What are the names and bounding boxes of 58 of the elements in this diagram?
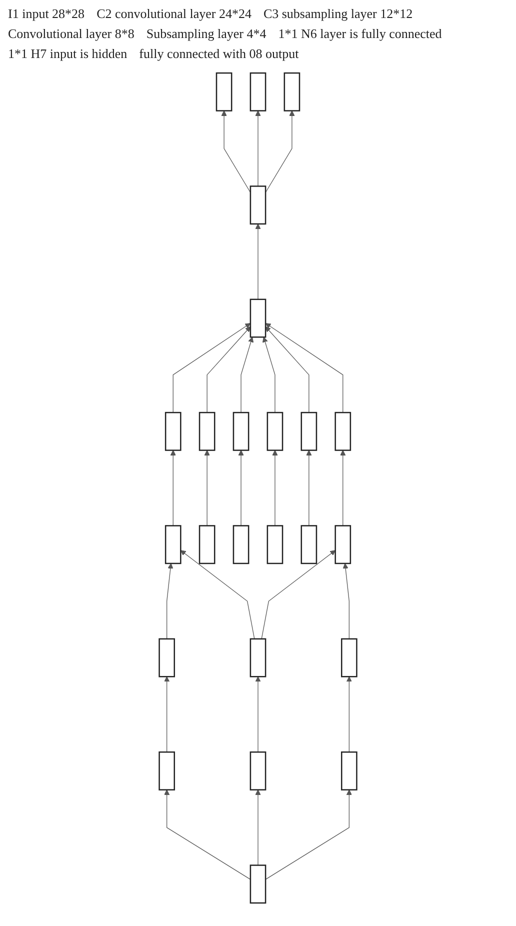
arrow	[261, 550, 336, 640]
arrow	[255, 790, 261, 866]
node-box	[164, 525, 182, 564]
layer-label: C3 subsampling layer 12*12	[263, 6, 413, 22]
layer-label: I1 input 28*28	[8, 6, 85, 22]
arrow	[238, 450, 244, 526]
node-box	[198, 412, 216, 451]
arrow	[262, 336, 276, 413]
node-box	[158, 751, 175, 790]
node-box	[198, 525, 216, 564]
node-box	[216, 72, 232, 112]
node-box	[232, 525, 250, 564]
layer-label: Convolutional layer 8*8	[8, 26, 134, 42]
arrow	[206, 326, 251, 413]
arrow	[272, 450, 278, 526]
node-box	[250, 72, 266, 112]
arrow	[180, 550, 255, 640]
arrow	[265, 326, 310, 413]
arrow	[221, 110, 251, 193]
node-box	[334, 412, 352, 451]
arrow	[346, 676, 352, 752]
arrow	[306, 450, 312, 526]
arrow	[255, 224, 261, 300]
node-box	[158, 638, 175, 678]
node-box	[266, 525, 284, 564]
layer-label: Subsampling layer 4*4	[146, 26, 266, 42]
node-box	[300, 525, 318, 564]
node-box	[250, 298, 266, 338]
arrow	[164, 676, 170, 752]
arrow	[172, 323, 251, 413]
arrow	[240, 336, 254, 413]
node-box	[284, 72, 300, 112]
arrow	[342, 563, 350, 640]
node-box	[250, 864, 266, 904]
arrow	[166, 563, 174, 640]
layer-label: fully connected with 08 output	[139, 46, 299, 62]
node-box	[250, 186, 266, 225]
arrow	[204, 450, 210, 526]
arrow	[170, 450, 176, 526]
layer-label: 1*1 H7 input is hidden	[8, 46, 128, 62]
arrow	[164, 790, 251, 880]
node-box	[266, 412, 284, 451]
node-box	[164, 412, 182, 451]
arrow	[265, 790, 352, 880]
node-box	[250, 638, 266, 678]
node-box	[341, 638, 358, 678]
node-box	[250, 751, 266, 790]
node-box	[341, 751, 358, 790]
arrow	[265, 323, 344, 413]
arrow	[265, 110, 295, 193]
layer-label: 1*1 N6 layer is fully connected	[278, 26, 442, 42]
arrow	[255, 676, 261, 752]
layer-label: C2 convolutional layer 24*24	[96, 6, 252, 22]
node-box	[232, 412, 250, 451]
arrow	[340, 450, 346, 526]
node-box	[300, 412, 318, 451]
node-box	[334, 525, 352, 564]
arrow	[255, 110, 261, 187]
